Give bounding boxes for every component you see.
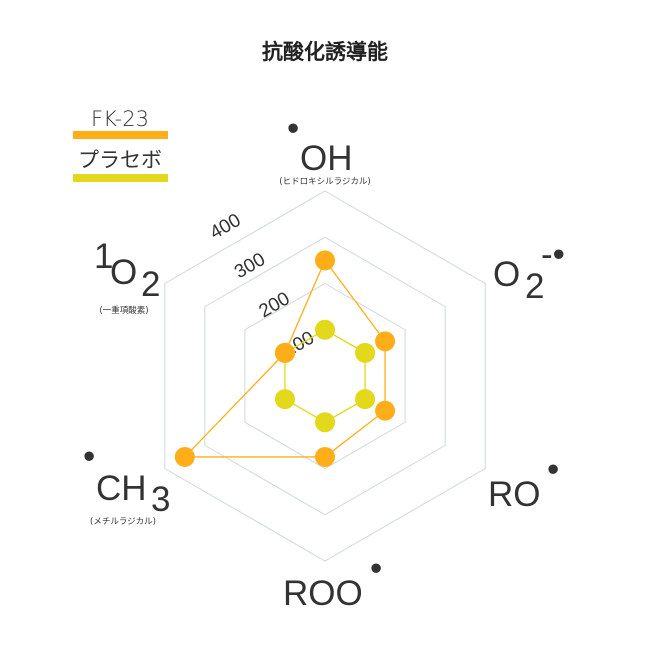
legend-label-placebo: プラセボ (78, 148, 162, 172)
legend-swatch-placebo (73, 174, 168, 182)
tick-label: 300 (231, 249, 269, 283)
data-point (174, 446, 195, 467)
radical-dot: • (370, 549, 382, 588)
axis-label-text: O (110, 253, 137, 292)
axis-subscript: 3 (151, 480, 170, 519)
axis-note: (一重項酸素) (99, 305, 148, 316)
axis-label-roo: ROO • (283, 549, 382, 613)
grid (164, 190, 486, 562)
axis-label-oh: • OH (ヒドロキシルラジカル) (279, 109, 370, 187)
data-point (315, 319, 335, 340)
data-point (274, 389, 295, 410)
axis-label-singlet-oxygen: 1 O 2 (一重項酸素) (94, 237, 160, 316)
data-point (315, 446, 335, 467)
axis-label-o2-superoxide: O 2 -• (493, 235, 565, 306)
axis-subscript: 2 (141, 265, 160, 304)
legend: FK-23 プラセボ (73, 107, 168, 182)
series-fk23 (174, 250, 396, 467)
axis-label-text: ROO (283, 574, 363, 613)
axis-label-text: CH (96, 469, 147, 508)
data-point (315, 250, 335, 271)
axis-label-ch3: • CH 3 (メチルラジカル) (83, 437, 170, 527)
data-point (375, 331, 396, 352)
data-point (375, 400, 396, 421)
tick-label: 200 (256, 288, 294, 322)
radical-dot: • (83, 437, 95, 476)
axis-note: (ヒドロキシルラジカル) (279, 177, 370, 187)
data-point (355, 342, 376, 363)
data-point (274, 342, 295, 363)
tick-label: 400 (207, 210, 245, 244)
axis-label-text: O (493, 255, 520, 294)
axis-subscript: 2 (525, 267, 544, 306)
series-layer (174, 250, 396, 467)
series-placebo (274, 319, 376, 433)
legend-label-fk23: FK-23 (91, 107, 149, 131)
grid-ring-400 (164, 190, 486, 562)
axis-superscript: 1 (94, 237, 113, 276)
radical-dot: • (287, 109, 299, 148)
axis-label-text: OH (300, 139, 353, 178)
grid-ring-300 (204, 236, 446, 516)
axis-label-text: RO (488, 475, 541, 514)
data-point (355, 389, 376, 410)
radical-dot: • (547, 450, 559, 489)
axis-note: (メチルラジカル) (90, 517, 156, 527)
data-point (315, 412, 335, 433)
chart-title: 抗酸化誘導能 (262, 40, 388, 64)
radical-dot: -• (541, 235, 565, 274)
axis-label-ro: RO • (488, 450, 559, 514)
grid-ring-200 (244, 282, 406, 470)
legend-swatch-fk23 (73, 131, 168, 139)
